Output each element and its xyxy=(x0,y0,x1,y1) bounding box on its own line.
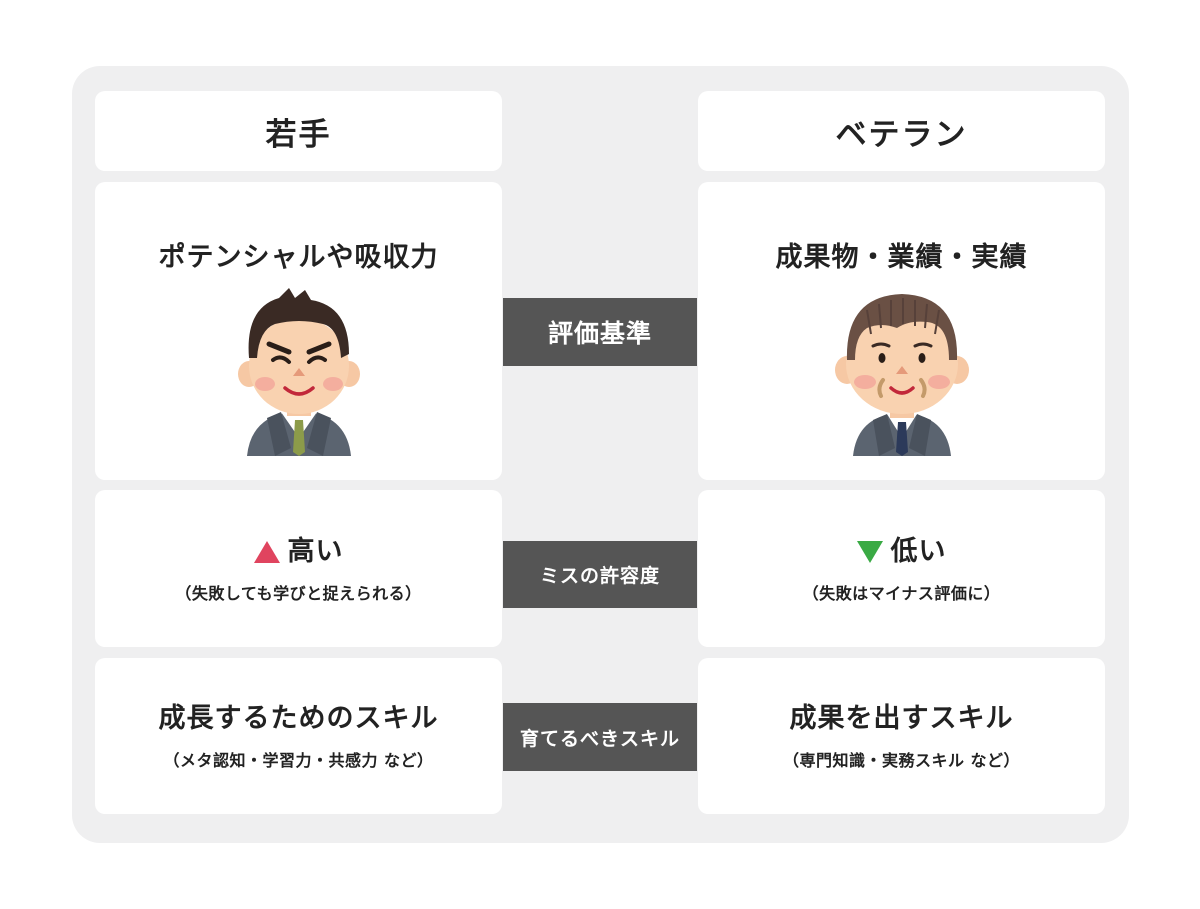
left-tolerance: 高い xyxy=(287,535,344,567)
young-businessman-icon xyxy=(229,288,369,456)
left-skill: 成長するためのスキル xyxy=(158,703,439,734)
right-skill-note: （専門知識・実務スキル など） xyxy=(782,751,1021,770)
triangle-up-icon xyxy=(253,540,280,563)
triangle-down-icon xyxy=(856,540,883,563)
left-skill-card: 成長するためのスキル （メタ認知・学習力・共感力 など） xyxy=(95,658,502,814)
skills-to-develop-label: 育てるべきスキル xyxy=(503,703,697,771)
right-header-card: ベテラン xyxy=(698,91,1105,171)
error-tolerance-label: ミスの許容度 xyxy=(503,541,697,608)
left-header: 若手 xyxy=(265,116,332,153)
right-header: ベテラン xyxy=(835,116,968,153)
right-tolerance-note: （失敗はマイナス評価に） xyxy=(802,583,1001,603)
left-criteria-card: ポテンシャルや吸収力 xyxy=(95,182,502,480)
left-criteria: ポテンシャルや吸収力 xyxy=(158,242,439,273)
right-skill-card: 成果を出すスキル （専門知識・実務スキル など） xyxy=(698,658,1105,814)
evaluation-criteria-label: 評価基準 xyxy=(503,298,697,366)
left-header-card: 若手 xyxy=(95,91,502,171)
right-tolerance: 低い xyxy=(890,535,947,567)
left-tolerance-note: （失敗しても学びと捉えられる） xyxy=(175,583,422,603)
right-tolerance-card: 低い （失敗はマイナス評価に） xyxy=(698,490,1105,647)
left-skill-note: （メタ認知・学習力・共感力 など） xyxy=(163,751,434,770)
right-skill: 成果を出すスキル xyxy=(789,703,1014,734)
left-tolerance-card: 高い （失敗しても学びと捉えられる） xyxy=(95,490,502,647)
right-criteria-card: 成果物・業績・実績 xyxy=(698,182,1105,480)
right-criteria: 成果物・業績・実績 xyxy=(775,242,1028,273)
veteran-businessman-icon xyxy=(827,288,977,456)
